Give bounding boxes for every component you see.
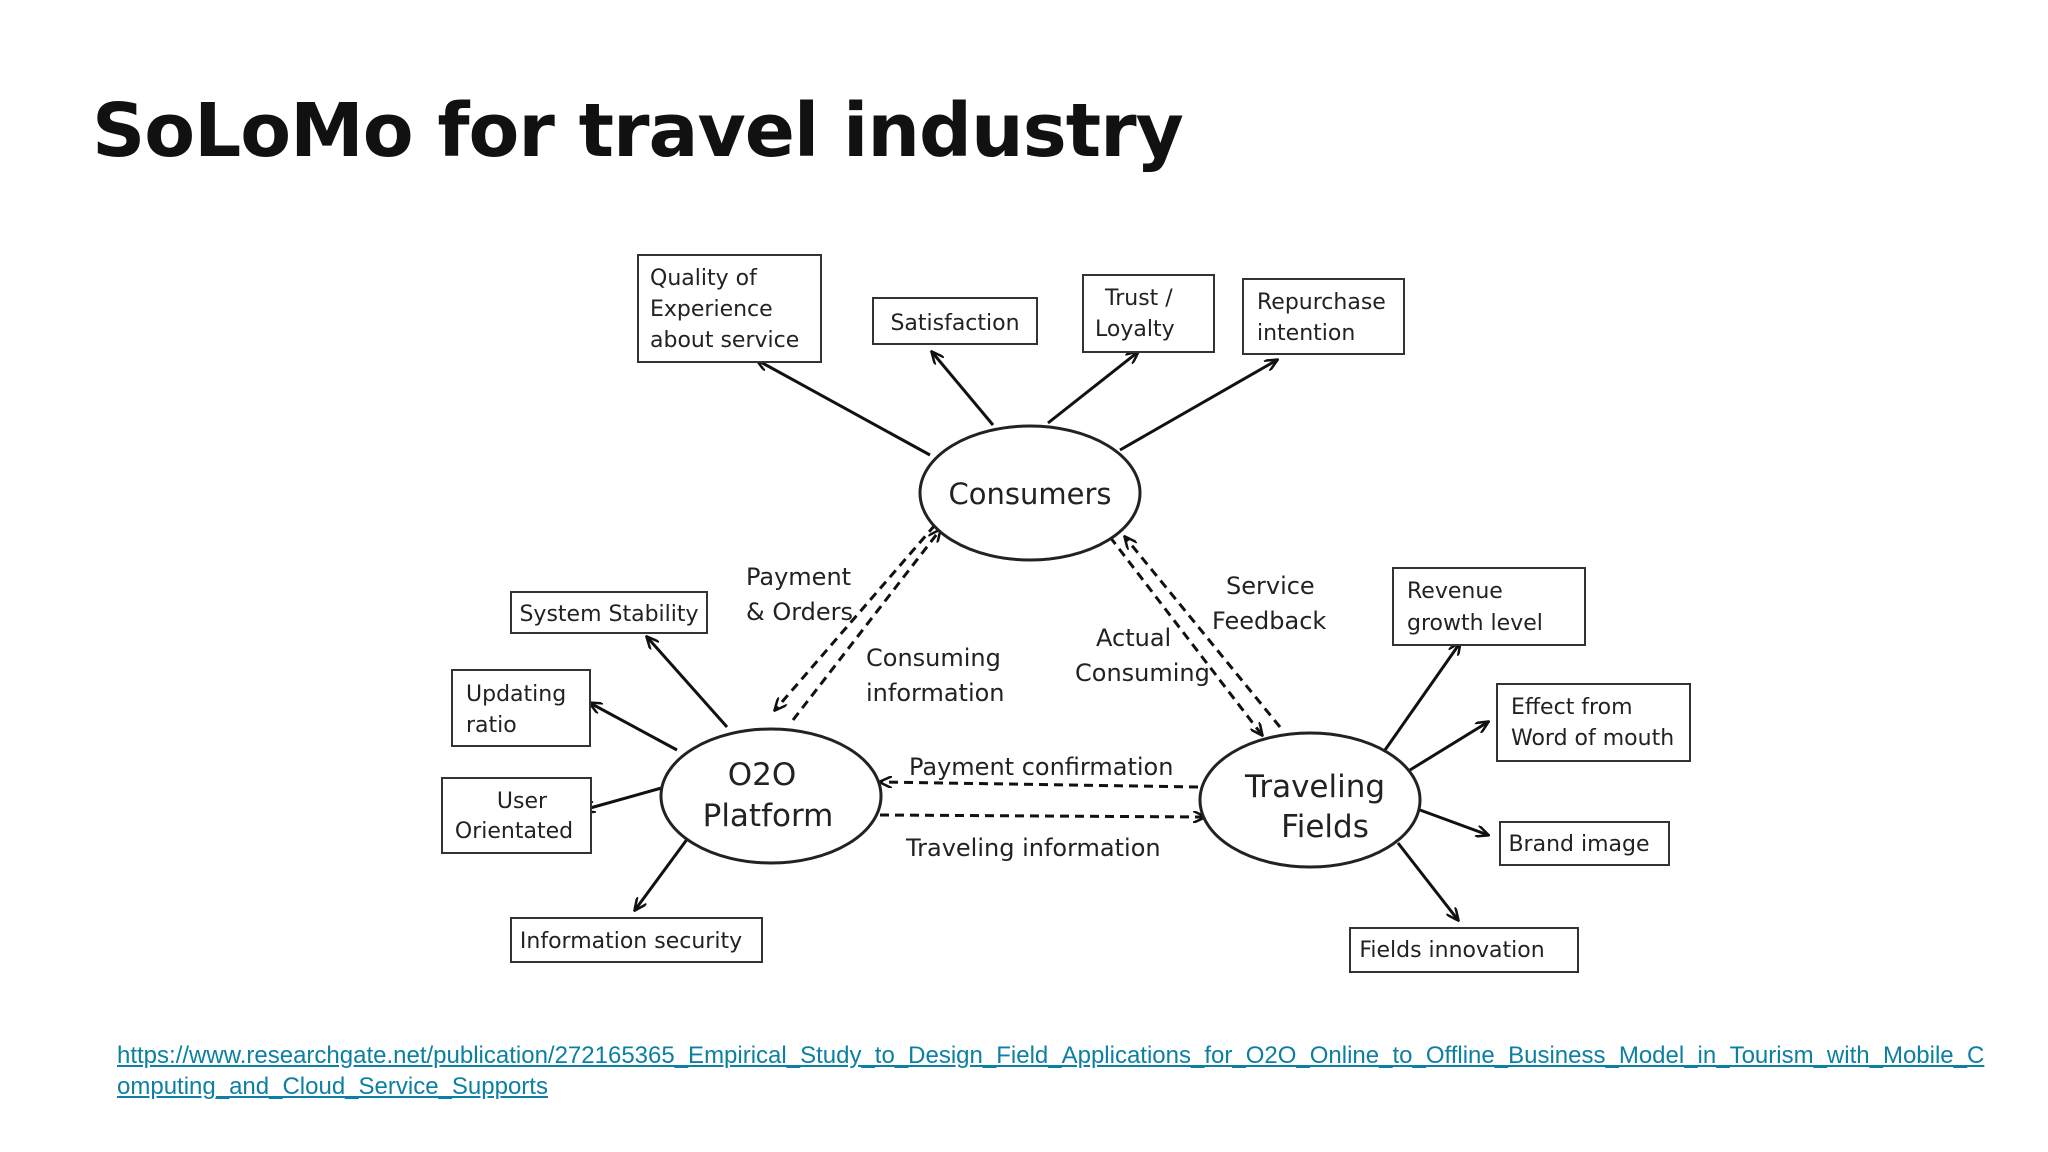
svg-text:intention: intention: [1257, 321, 1355, 346]
box-quality-of-experience: Quality of Experience about service: [637, 254, 822, 363]
box-brand-image: Brand image: [1499, 821, 1670, 866]
node-o2o-platform: O2O Platform: [659, 727, 883, 865]
box-fields-innovation: Fields innovation: [1349, 927, 1579, 973]
flow-o2o-to-consumers: [791, 530, 940, 721]
label-payment-orders: Payment & Orders: [746, 563, 853, 626]
box-revenue-growth: Revenue growth level: [1392, 567, 1586, 646]
svg-text:Traveling: Traveling: [1244, 769, 1385, 805]
arrow-consumers-trust: [1047, 352, 1138, 425]
flow-fields-to-consumers: [1125, 537, 1282, 728]
svg-text:& Orders: & Orders: [746, 598, 853, 626]
svg-text:Quality of: Quality of: [650, 266, 758, 291]
arrow-o2o-user: [583, 785, 666, 810]
flow-consumers-to-o2o: [775, 524, 937, 710]
svg-text:Experience: Experience: [650, 297, 773, 322]
box-user-orientated: User Orientated: [441, 777, 592, 854]
arrow-o2o-security: [635, 837, 690, 910]
svg-text:Revenue: Revenue: [1407, 579, 1503, 604]
svg-text:Loyalty: Loyalty: [1095, 317, 1175, 342]
svg-text:Consumers: Consumers: [949, 477, 1112, 511]
box-satisfaction: Satisfaction: [872, 297, 1038, 345]
svg-text:Trust /: Trust /: [1104, 286, 1173, 311]
svg-text:Brand image: Brand image: [1508, 832, 1649, 857]
box-information-security: Information security: [510, 917, 763, 963]
svg-text:Consuming: Consuming: [866, 644, 1001, 672]
arrow-fields-revenue: [1383, 643, 1460, 751]
box-system-stability: System Stability: [510, 591, 708, 634]
svg-text:Satisfaction: Satisfaction: [890, 311, 1019, 336]
box-trust-loyalty: Trust / Loyalty: [1082, 274, 1215, 353]
svg-text:Information security: Information security: [520, 929, 742, 954]
slide-title: SoLoMo for travel industry: [92, 88, 1184, 174]
node-traveling-fields: Traveling Fields: [1198, 731, 1422, 869]
svg-text:Consuming: Consuming: [1075, 659, 1210, 687]
flow-consumers-to-fields: [1108, 536, 1262, 735]
svg-text:Fields: Fields: [1281, 809, 1369, 845]
label-service-feedback: Service Feedback: [1212, 572, 1326, 635]
svg-text:Updating: Updating: [466, 682, 566, 707]
label-actual-consuming: Actual Consuming: [1075, 624, 1210, 687]
svg-text:Word of mouth: Word of mouth: [1511, 726, 1674, 751]
arrow-consumers-qoe: [757, 360, 931, 457]
svg-text:ratio: ratio: [466, 713, 517, 738]
label-payment-confirmation: Payment confirmation: [909, 753, 1173, 781]
svg-text:information: information: [866, 679, 1005, 707]
svg-text:Actual: Actual: [1096, 624, 1171, 652]
flow-o2o-to-fields: [879, 815, 1205, 817]
source-link[interactable]: https://www.researchgate.net/publication…: [117, 1042, 1985, 1100]
arrow-fields-innovation: [1396, 842, 1458, 920]
svg-text:growth level: growth level: [1407, 611, 1543, 636]
svg-text:Service: Service: [1226, 572, 1315, 600]
arrow-o2o-stability: [647, 637, 729, 728]
arrow-fields-wom: [1409, 722, 1488, 772]
svg-text:User: User: [497, 789, 548, 814]
label-traveling-information: Traveling information: [905, 834, 1161, 862]
svg-text:System Stability: System Stability: [519, 602, 698, 627]
svg-text:about service: about service: [650, 328, 799, 353]
arrow-fields-brand: [1419, 808, 1488, 835]
node-consumers: Consumers: [918, 424, 1142, 562]
box-updating-ratio: Updating ratio: [451, 669, 591, 747]
svg-text:Feedback: Feedback: [1212, 607, 1326, 635]
svg-text:Orientated: Orientated: [455, 819, 573, 844]
svg-text:Payment: Payment: [746, 563, 851, 591]
svg-text:Repurchase: Repurchase: [1257, 290, 1386, 315]
arrow-consumers-repurchase: [1119, 360, 1277, 452]
svg-text:Platform: Platform: [703, 798, 834, 834]
arrow-o2o-updating: [590, 703, 678, 752]
svg-text:O2O: O2O: [728, 757, 797, 793]
label-consuming-information: Consuming information: [866, 644, 1005, 707]
svg-text:Effect from: Effect from: [1511, 695, 1633, 720]
arrow-consumers-satisfaction: [932, 352, 995, 426]
box-word-of-mouth: Effect from Word of mouth: [1496, 683, 1691, 762]
svg-text:Fields innovation: Fields innovation: [1359, 938, 1544, 963]
flow-fields-to-o2o: [880, 782, 1199, 789]
box-repurchase-intention: Repurchase intention: [1242, 278, 1405, 355]
